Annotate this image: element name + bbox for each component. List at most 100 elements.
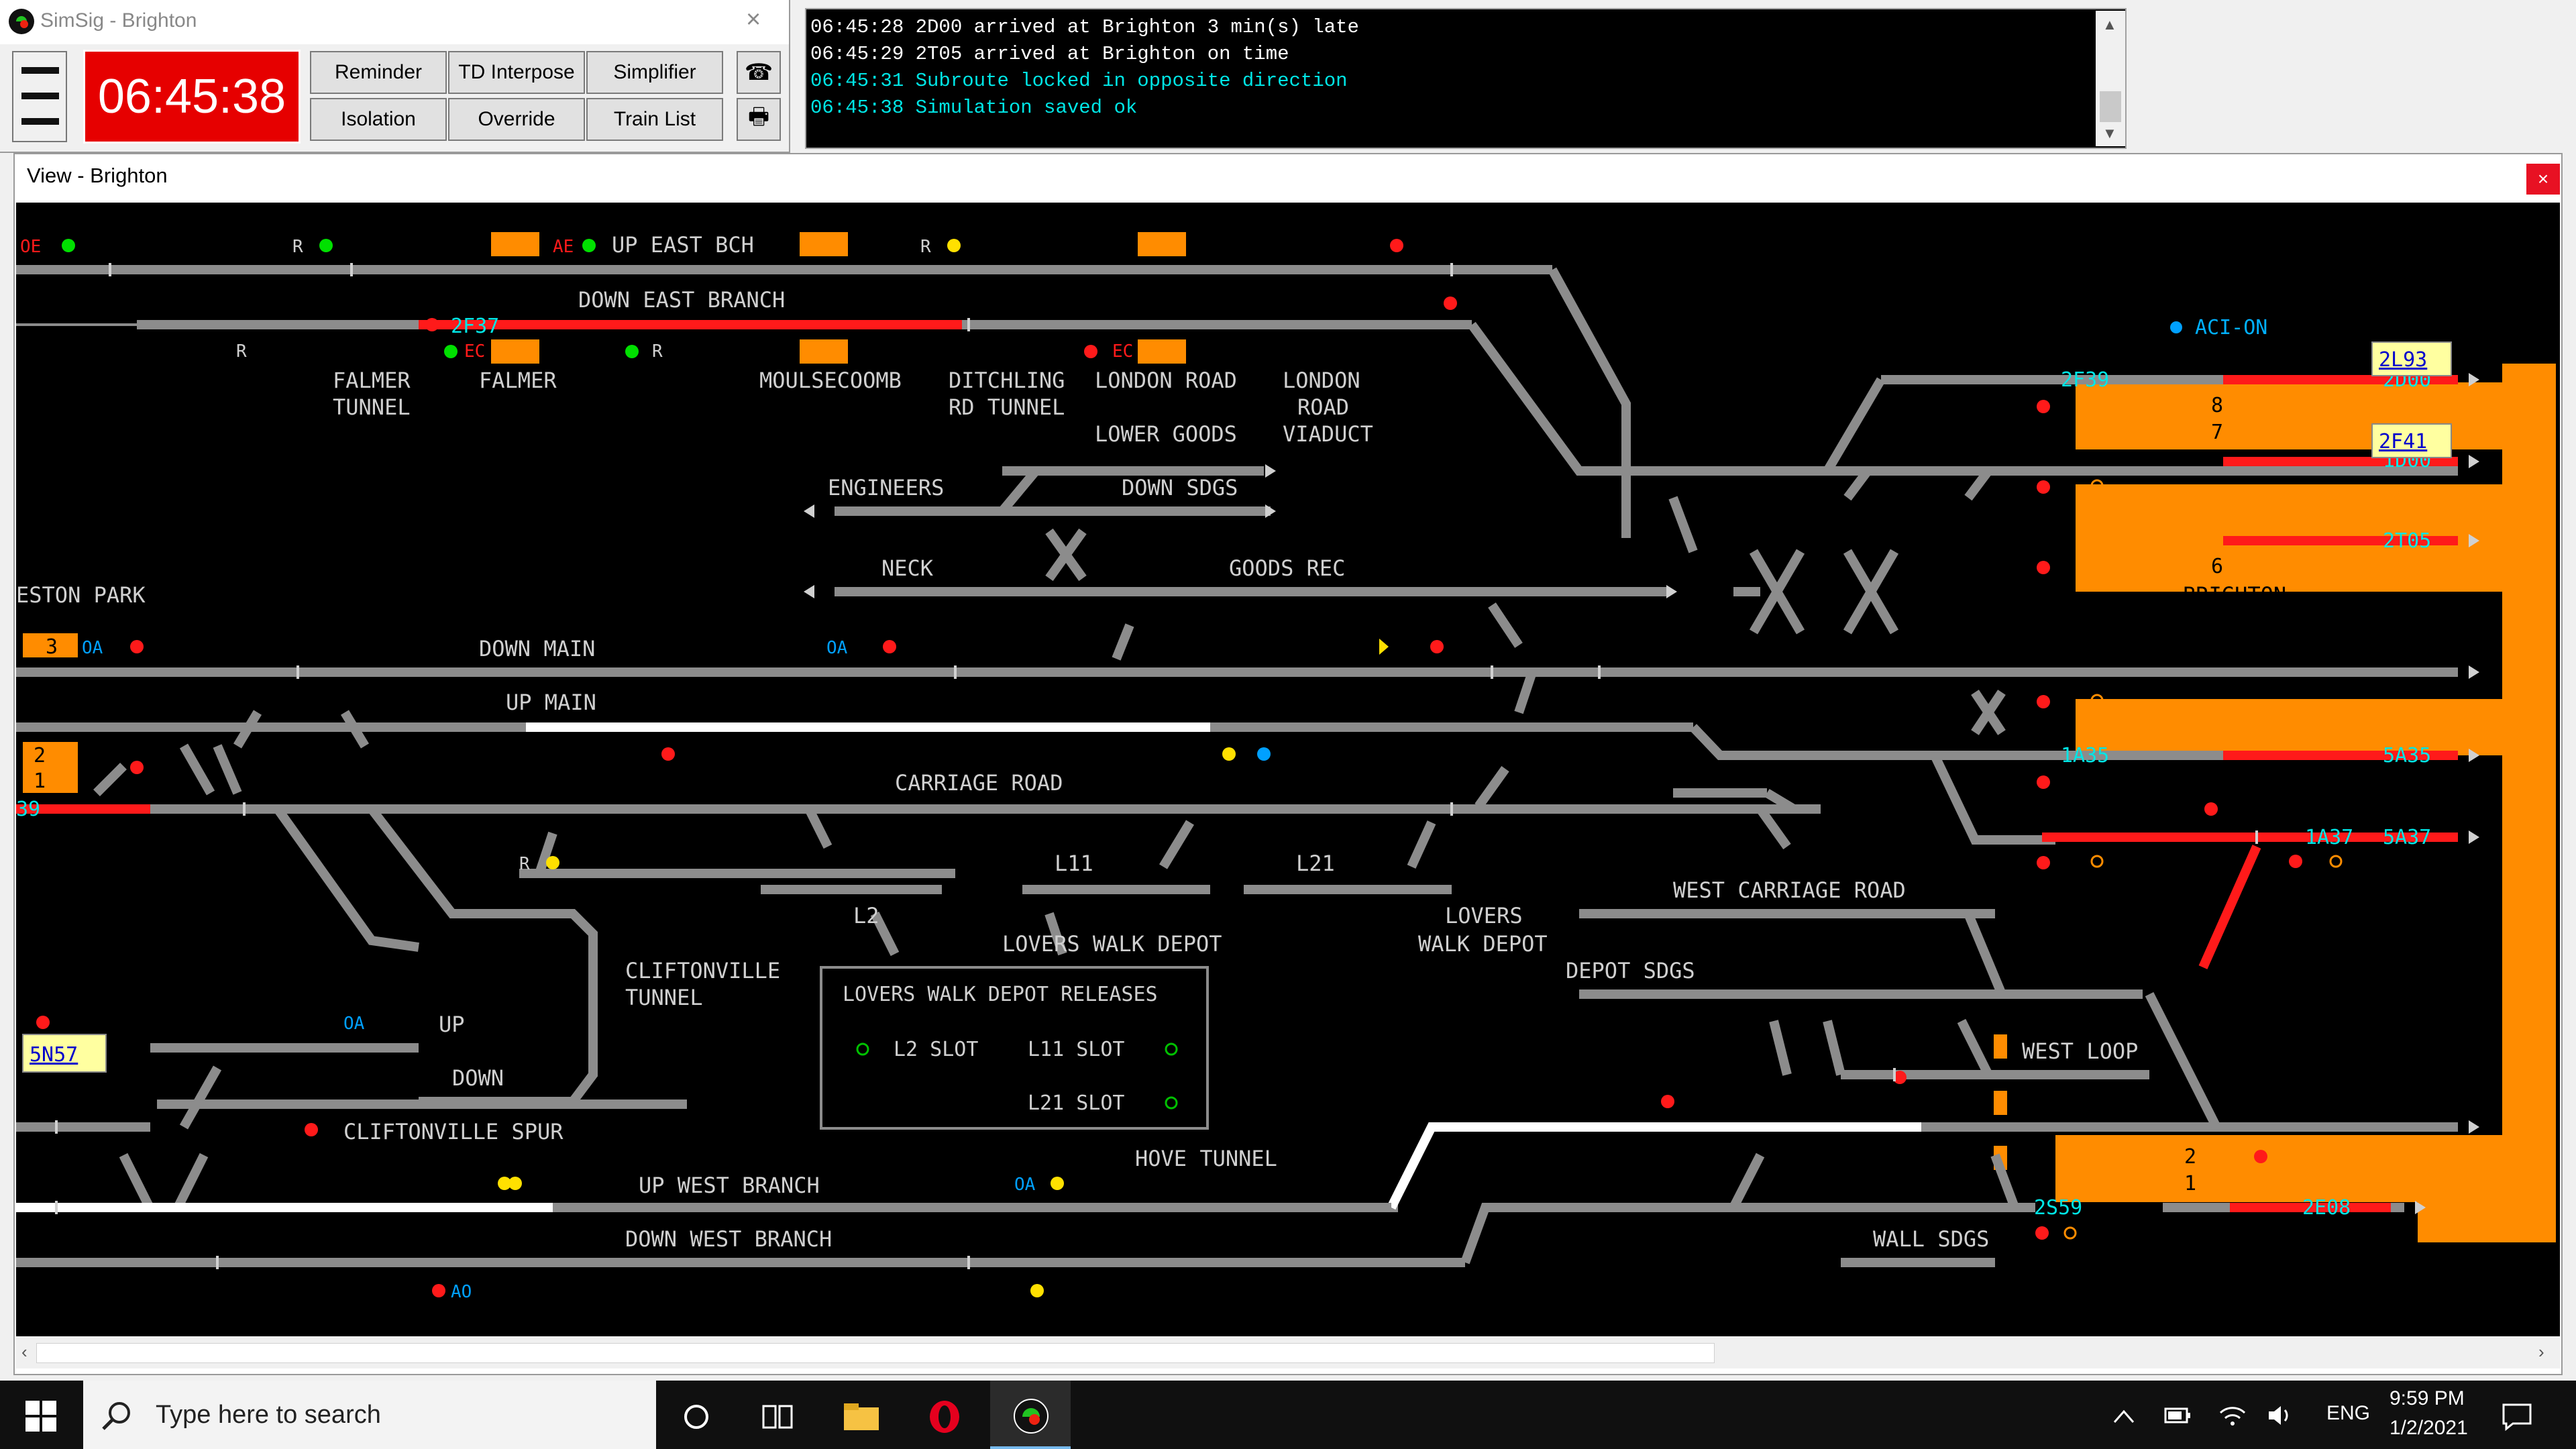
print-icon[interactable]: 🖶 (737, 98, 781, 141)
isolation-button[interactable]: Isolation (310, 98, 447, 141)
notifications-icon[interactable] (2501, 1402, 2533, 1432)
releases-title: LOVERS WALK DEPOT RELEASES (843, 983, 1158, 1006)
view-close-button[interactable]: × (2526, 164, 2560, 195)
label-neck: NECK (881, 555, 934, 581)
train-list-button[interactable]: Train List (586, 98, 723, 141)
signal-red-icon (1444, 297, 1457, 310)
label-up-east-bch: UP EAST BCH (612, 232, 754, 258)
platform-number: 7 (2211, 421, 2223, 444)
signal-red-icon (1893, 1071, 1907, 1084)
label-r: R (920, 237, 931, 257)
label-west-loop: WEST LOOP (2022, 1038, 2138, 1064)
signal-red-icon (2037, 856, 2050, 869)
battery-icon[interactable] (2163, 1403, 2192, 1428)
label-lr-viaduct-1: LONDON (1283, 368, 1360, 393)
label-oa: OA (1014, 1175, 1036, 1195)
control-window: SimSig - Brighton × 06:45:38 Reminder TD… (0, 0, 790, 153)
control-title: SimSig - Brighton (40, 9, 197, 32)
signal-off-icon (2090, 479, 2104, 492)
control-close-button[interactable]: × (746, 5, 761, 34)
label-falmer-tunnel-2: TUNNEL (333, 394, 411, 420)
berth-2f37: 2F37 (451, 315, 499, 338)
signal-yellow-icon (508, 1177, 522, 1190)
signal-red-icon (2037, 695, 2050, 708)
file-explorer-icon[interactable] (843, 1401, 880, 1432)
reminder-button[interactable]: Reminder (310, 51, 447, 94)
red-route (16, 320, 2458, 1212)
view-horizontal-scrollbar[interactable]: ‹ › (16, 1336, 2560, 1368)
berth-39: 39 (16, 798, 40, 821)
signal-yellow-icon (1030, 1284, 1044, 1297)
view-title: View - Brighton (27, 164, 168, 187)
log-line: 06:45:31 Subroute locked in opposite dir… (810, 70, 1348, 92)
signal-red-icon (305, 1123, 318, 1136)
log-scrollbar[interactable]: ▲ ▼ (2096, 11, 2125, 146)
signal-red-icon (2037, 400, 2050, 413)
cortana-icon[interactable] (682, 1402, 711, 1432)
taskbar-search-box[interactable] (83, 1381, 656, 1449)
label-ao: AO (451, 1282, 472, 1302)
l11-slot-label: L11 SLOT (1028, 1038, 1125, 1061)
override-button[interactable]: Override (448, 98, 585, 141)
label-london-road: LONDON ROAD (1095, 368, 1237, 393)
signal-off-icon (2090, 694, 2104, 707)
signal-off-icon (2063, 1226, 2077, 1240)
signal-off-icon (2329, 855, 2343, 868)
message-log[interactable]: 06:45:28 2D00 arrived at Brighton 3 min(… (805, 8, 2127, 149)
search-placeholder[interactable]: Type here to search (156, 1401, 381, 1429)
td-interpose-button[interactable]: TD Interpose (448, 51, 585, 94)
control-title-bar[interactable] (0, 0, 789, 44)
signal-red-icon (425, 318, 439, 331)
label-hove-tunnel: HOVE TUNNEL (1135, 1146, 1277, 1171)
releases-panel[interactable]: LOVERS WALK DEPOT RELEASES L2 SLOT L11 S… (820, 966, 1209, 1130)
signal-red-icon (2037, 775, 2050, 789)
task-view-icon[interactable] (761, 1402, 793, 1432)
signal-red-icon (1390, 239, 1403, 252)
signal-diagram[interactable]: UP EAST BCH DOWN EAST BRANCH FALMER TUNN… (16, 203, 2560, 1336)
signal-yellow-icon (1222, 747, 1236, 761)
berth-popup (2371, 341, 2452, 376)
berth-popup (2371, 423, 2452, 458)
label-aci-on: ACI-ON (2195, 316, 2267, 339)
platform-number: 4 (2278, 769, 2290, 793)
berth-2l93: 2L93 (2379, 348, 2427, 372)
windows-start-icon[interactable] (25, 1401, 56, 1432)
l21-slot-label: L21 SLOT (1028, 1091, 1125, 1115)
show-hidden-icons-icon[interactable] (2112, 1406, 2136, 1426)
signal-red-icon (661, 747, 675, 761)
track-diagram-svg[interactable]: UP EAST BCH DOWN EAST BRANCH FALMER TUNN… (16, 203, 2560, 1336)
input-language[interactable]: ENG (2326, 1402, 2371, 1424)
taskbar-time[interactable]: 9:59 PM (2390, 1387, 2465, 1409)
wifi-icon[interactable] (2218, 1402, 2247, 1429)
signal-red-icon (883, 640, 896, 653)
menu-hamburger-icon[interactable] (12, 51, 67, 142)
label-oa: OA (82, 638, 103, 658)
sim-clock[interactable]: 06:45:38 (83, 50, 301, 144)
label-oa: OA (826, 638, 848, 658)
berth-2t05: 2T05 (2383, 529, 2431, 553)
label-falmer: FALMER (479, 368, 557, 393)
label-brighton: BRIGHTON (2183, 582, 2286, 608)
platform-number: 2 (2184, 1145, 2196, 1169)
signal-red-icon (1084, 345, 1097, 358)
simplifier-button[interactable]: Simplifier (586, 51, 723, 94)
signal-red-icon (36, 1016, 50, 1029)
simsig-taskbar-icon (1014, 1399, 1049, 1434)
label-oa: OA (343, 1014, 365, 1034)
label-oe: OE (20, 237, 41, 257)
signal-red-icon (2254, 1150, 2267, 1163)
label-down-sdgs: DOWN SDGS (1122, 475, 1238, 500)
simsig-app-icon (9, 9, 34, 34)
berth-2f39: 2F39 (2061, 368, 2109, 392)
signals[interactable] (36, 239, 2343, 1297)
berth-2e08: 2E08 (2302, 1196, 2351, 1220)
taskbar-date[interactable]: 1/2/2021 (2390, 1417, 2468, 1439)
signal-yellow-icon (546, 856, 559, 869)
volume-icon[interactable] (2266, 1402, 2296, 1429)
aci-on-indicator-icon (2170, 321, 2182, 333)
label-r: R (236, 341, 247, 362)
telephone-icon[interactable]: ☎ (737, 51, 781, 94)
label-ae: AE (553, 237, 574, 257)
label-down-main: DOWN MAIN (479, 636, 595, 661)
opera-browser-icon[interactable] (927, 1399, 962, 1434)
